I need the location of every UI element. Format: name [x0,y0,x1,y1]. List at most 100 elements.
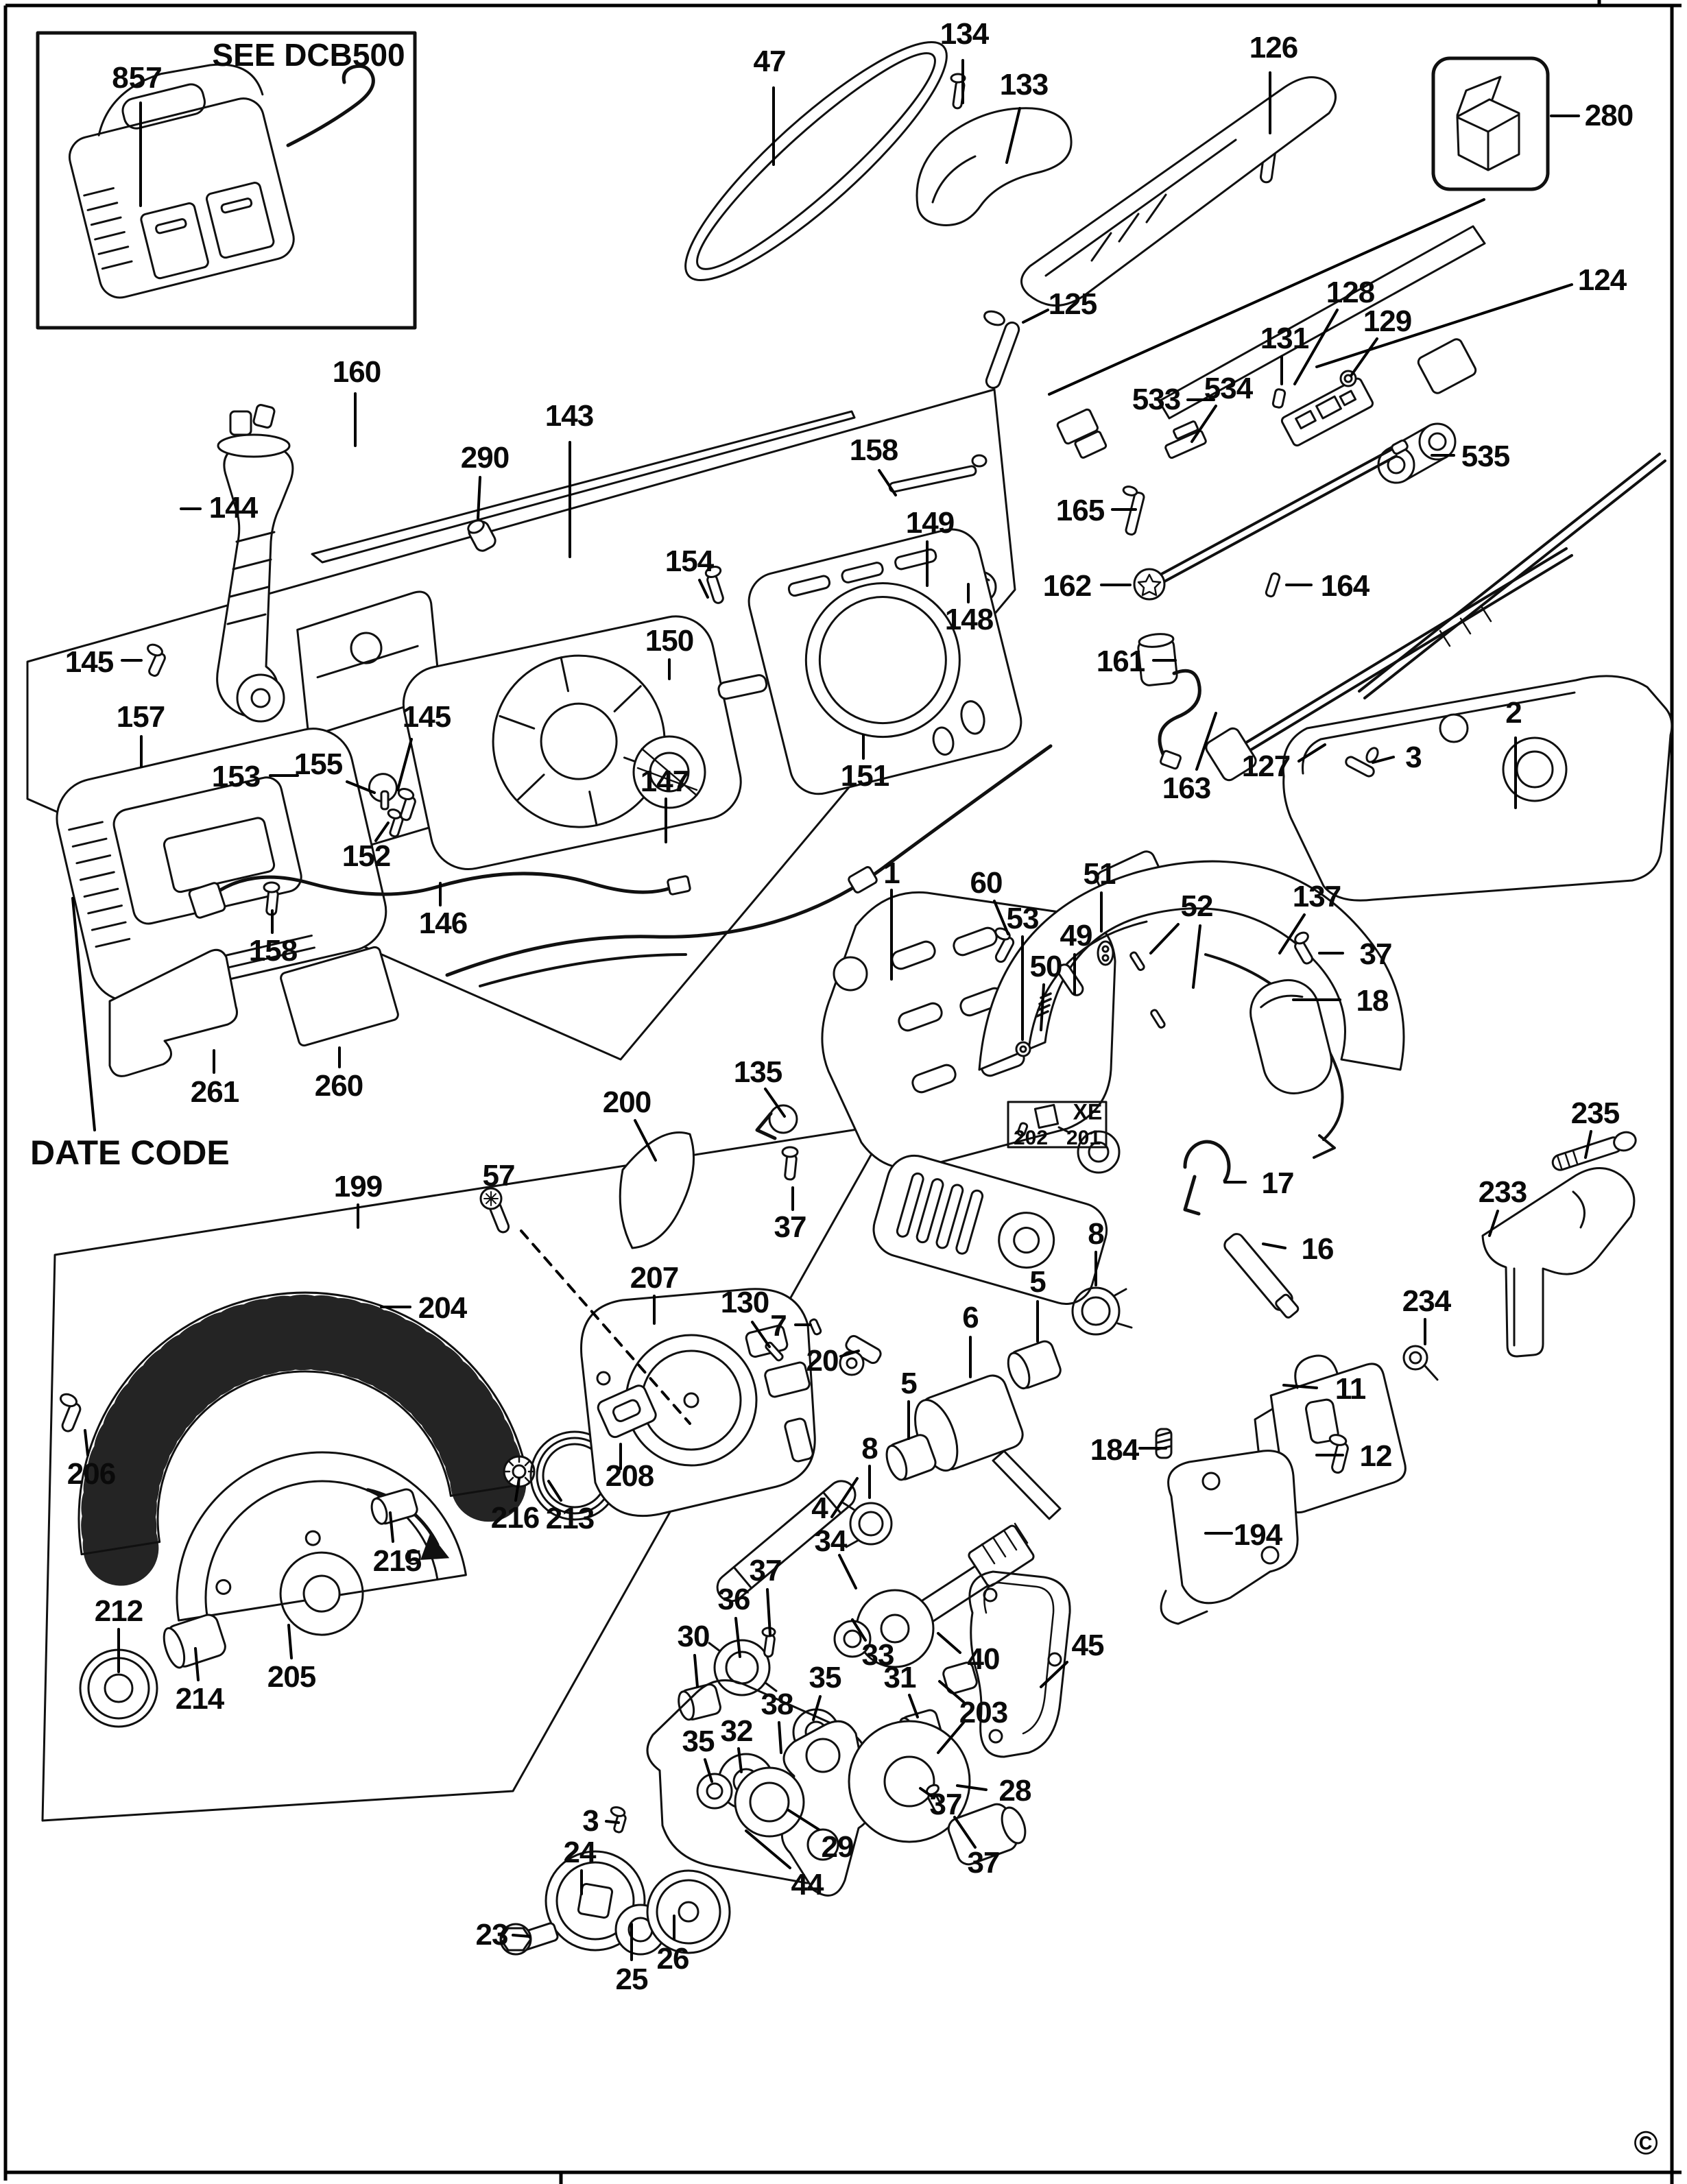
part-154-screw [704,566,724,604]
leader-line [1040,983,1045,1031]
part-label-144: 144 [208,491,258,525]
leader-line [287,1624,293,1659]
leader-line [374,821,390,842]
part-261-label [108,948,238,1077]
date-code-note: DATE CODE [30,1133,230,1172]
part-label-128: 128 [1326,276,1375,309]
part-label-534: 534 [1204,372,1253,405]
part-214-cylinder [163,1613,226,1669]
part-label-28: 28 [998,1774,1032,1808]
part-label-1: 1 [883,856,900,890]
part-label-200: 200 [602,1085,651,1119]
part-135-clip [755,1104,798,1140]
part-534-bracket [1164,420,1207,459]
part-535-link [1377,422,1457,484]
part-290-sleeve [467,519,496,552]
leader-line [396,738,413,791]
inset-part-number: 857 [112,61,163,95]
leader-line [1022,309,1049,324]
leader-line [1315,283,1573,368]
part-label-37: 37 [774,1210,807,1244]
part-label-164: 164 [1320,569,1369,603]
part-label-12: 12 [1359,1439,1393,1473]
part-155-pin [380,790,390,811]
part-label-153: 153 [211,760,261,793]
part-label-261: 261 [190,1075,239,1109]
part-label-145: 145 [64,645,114,679]
part-47-belt [684,40,948,282]
part-label-125: 125 [1048,287,1097,321]
inset-note: SEE DCB500 [212,37,405,73]
part-label-8: 8 [1088,1217,1105,1251]
leader-line [634,1119,657,1162]
part-150-coil [632,735,706,809]
part-26-flange [646,1869,731,1954]
leader-line [737,1747,743,1773]
part-label-31: 31 [883,1661,917,1694]
leader-line [346,780,376,794]
part-124-handle [1020,76,1486,420]
leader-line [778,1721,782,1754]
part-51-link [1097,940,1114,966]
part-label-57: 57 [482,1159,516,1192]
part-label-151: 151 [840,759,889,793]
part-3-screw [1345,747,1379,778]
leader-line [878,469,897,496]
part-17-clip [1183,1140,1231,1216]
leader-line [1192,924,1201,989]
part-165-pin [1122,485,1145,536]
part-5-bushing-b [885,1434,937,1481]
part-208-cup [597,1384,657,1439]
part-label-290: 290 [460,441,510,475]
part-label-207: 207 [630,1261,679,1295]
part-7-pin [809,1318,822,1336]
part-label-4: 4 [811,1491,828,1525]
leader-line [830,1477,859,1518]
leader-line [71,897,96,1131]
part-label-129: 129 [1363,304,1412,338]
part-label-214: 214 [175,1682,224,1716]
carton-icon [1456,75,1520,171]
part-label-53: 53 [1006,902,1040,935]
part-label-33: 33 [861,1638,895,1672]
part-2-cover [1282,675,1673,902]
part-label-204: 204 [418,1291,467,1325]
leader-line [734,1617,741,1658]
leader-line [194,1647,200,1681]
leader-line [1282,1384,1318,1389]
part-145-screw-a [147,643,166,677]
part-label-535: 535 [1461,440,1510,473]
parts-artwork [26,31,1673,1956]
leader-line [956,1784,988,1791]
part-label-47: 47 [753,45,787,78]
part-50-spring [1036,992,1052,1018]
leader-line [1293,309,1339,385]
guard-group-outline [41,1123,889,1822]
part-234-spring [1402,1345,1439,1381]
part-label-25: 25 [615,1963,649,1996]
xe-variant-box [1007,1101,1108,1149]
leader-line [1262,1243,1287,1249]
copyright-symbol: © [1634,2125,1658,2162]
part-label-6: 6 [962,1301,979,1334]
part-3-rivet [610,1806,627,1834]
part-label-20: 20 [806,1344,839,1378]
part-30-bushing [678,1683,721,1721]
part-203-spacer-a [942,1661,978,1694]
part-label-152: 152 [342,839,391,873]
leader-line [787,1809,820,1831]
part-18-guard-pad [1249,979,1332,1095]
part-label-215: 215 [372,1544,422,1578]
part-216-washer [503,1455,536,1488]
part-label-160: 160 [332,355,381,389]
part-206-screw [59,1393,82,1432]
part-label-184: 184 [1090,1433,1139,1467]
part-label-155: 155 [294,747,343,781]
part-label-162: 162 [1042,569,1092,603]
leader-line [1040,1661,1068,1688]
part-163-bracket [1158,669,1201,770]
leader-line [1372,756,1395,764]
xe-variant-code: XE [1073,1099,1103,1125]
part-37-screw-center [781,1146,799,1181]
part-152-screw [387,808,404,838]
